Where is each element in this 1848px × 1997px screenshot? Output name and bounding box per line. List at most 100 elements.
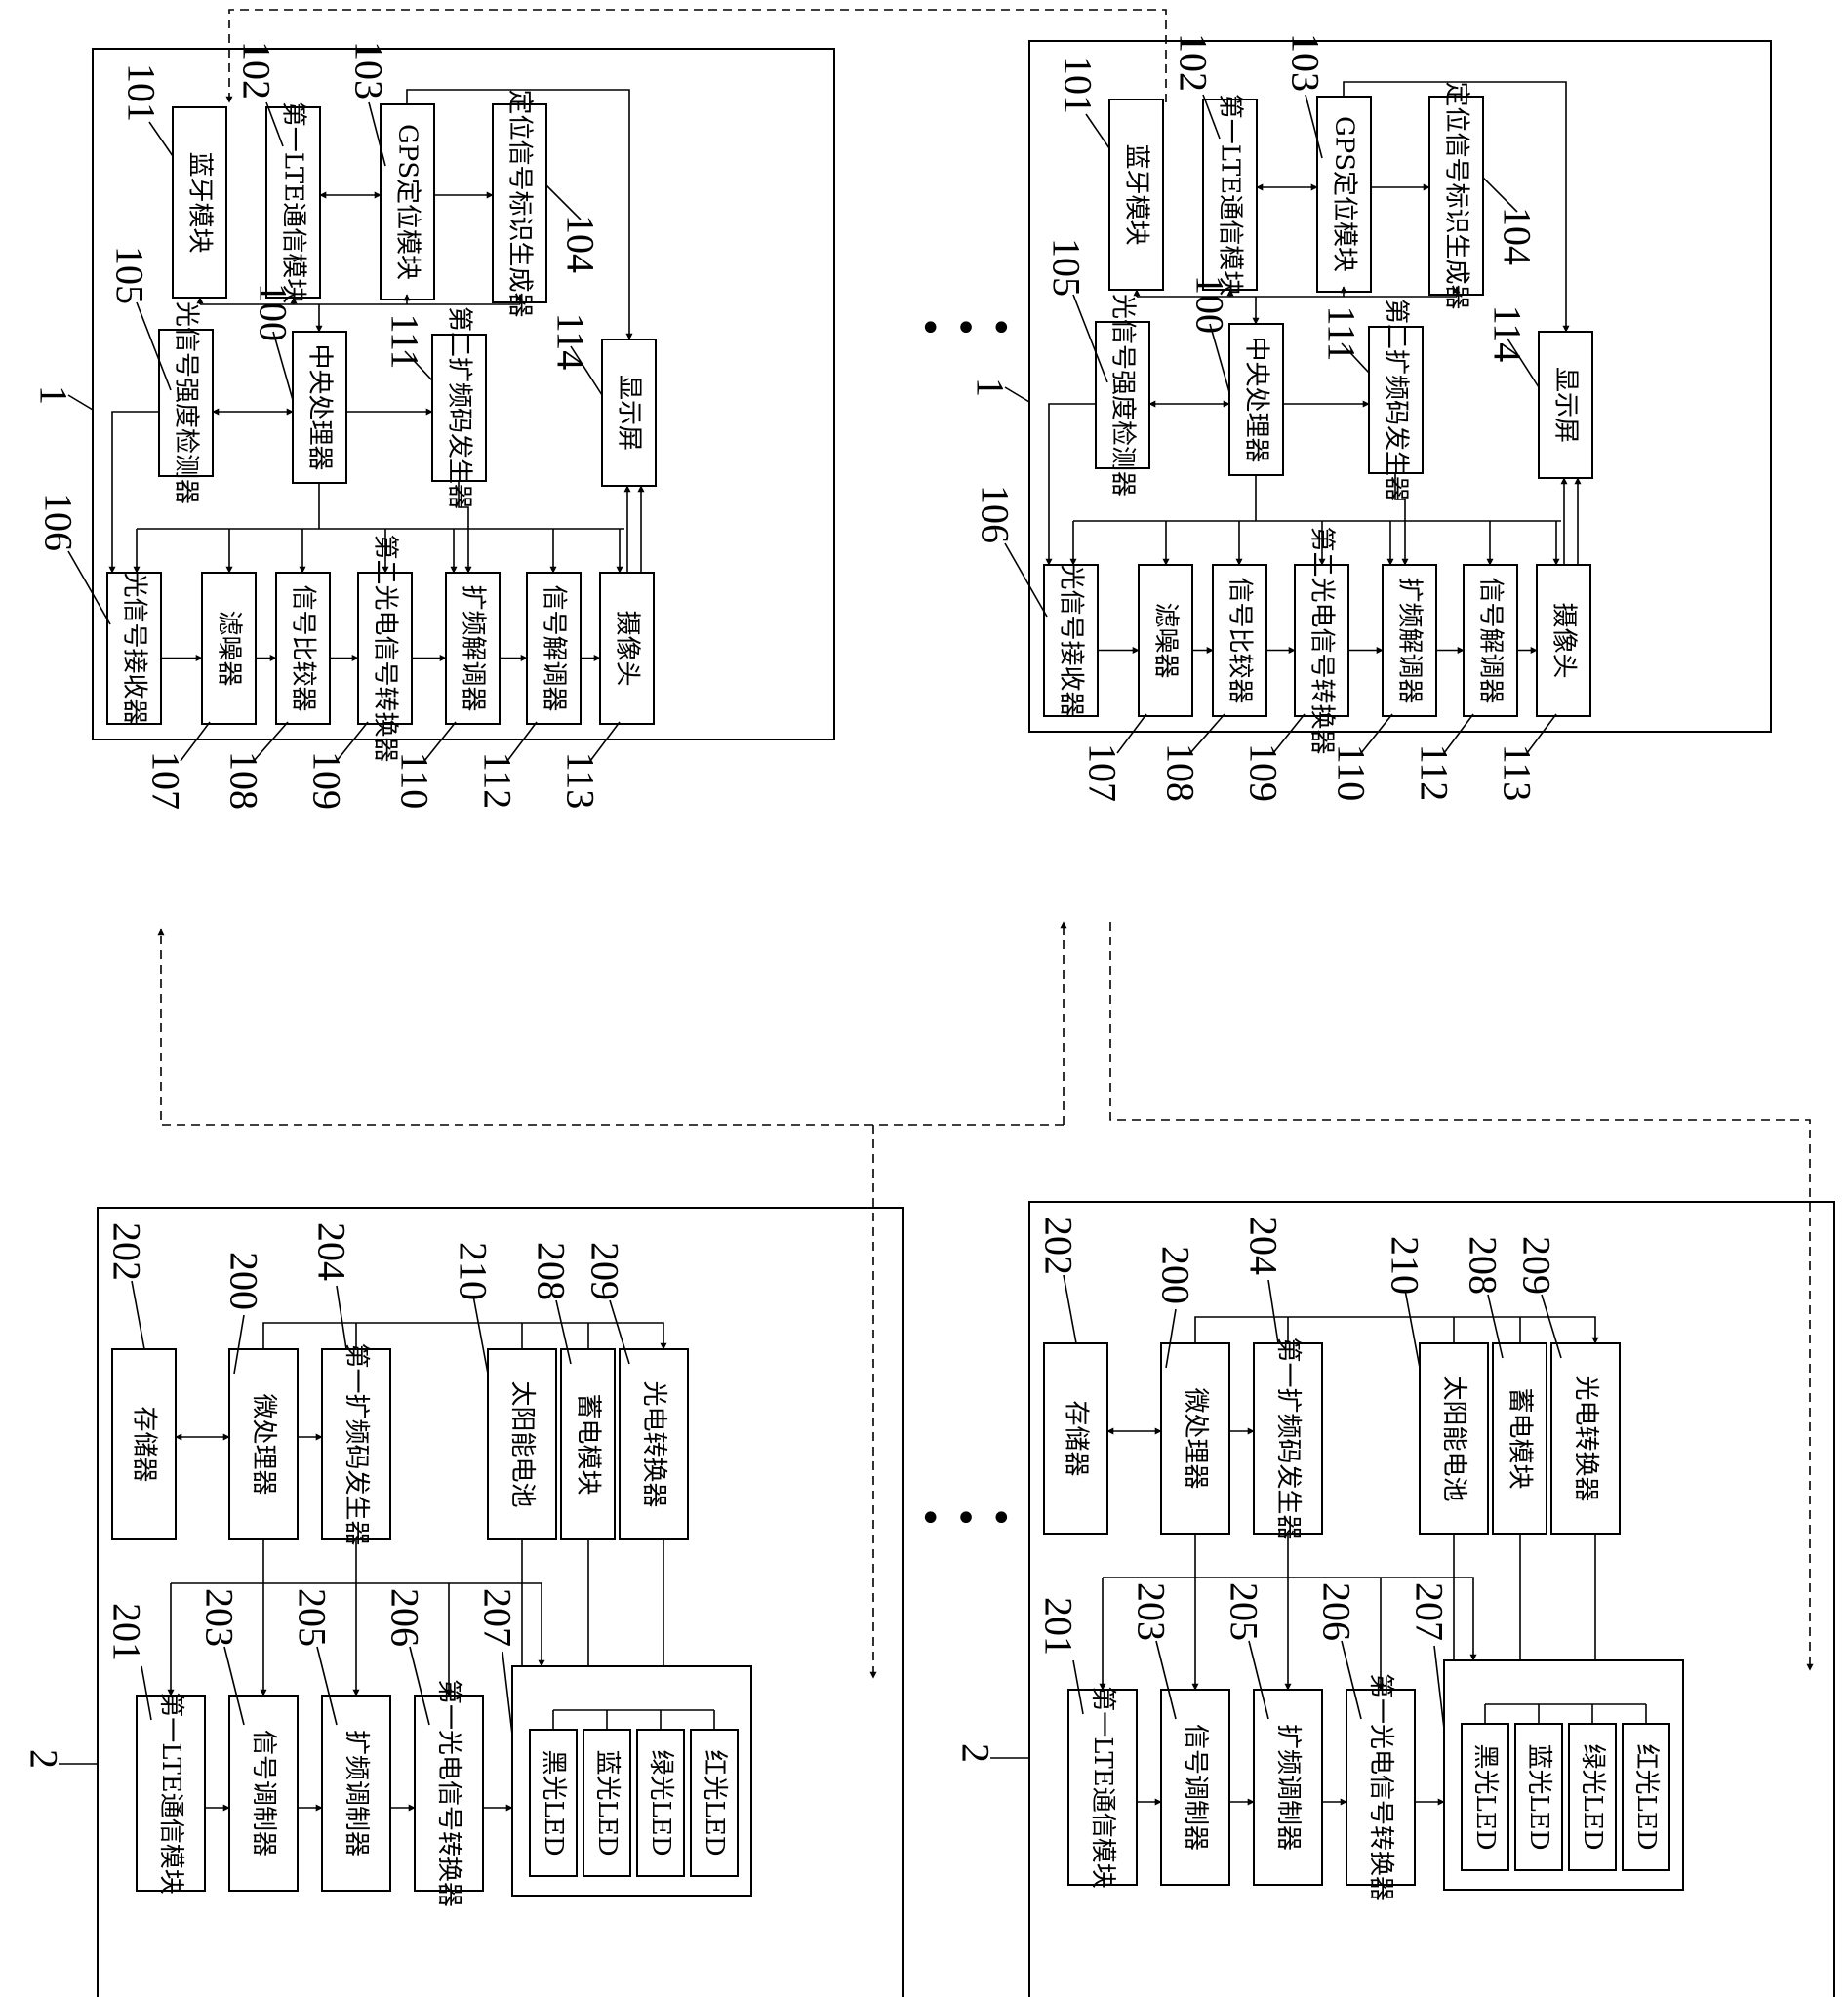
spread-modulator-label: 扩频调制器 — [1273, 1724, 1303, 1851]
cpu-label: 中央处理器 — [305, 343, 335, 470]
spread-demodulator: 扩频解调器 — [1383, 565, 1436, 716]
leader-100 — [1210, 324, 1229, 392]
ref-d2: 2 — [954, 1743, 998, 1763]
cpu: 中央处理器 — [293, 332, 346, 483]
lte1-module-label: 第一LTE通信模块 — [279, 101, 308, 303]
positioning-id-generator: 定位信号标识生成器 — [1429, 81, 1483, 309]
led-1: 蓝光LED — [583, 1730, 630, 1876]
lte1-module-label: 第一LTE通信模块 — [1216, 94, 1245, 296]
led-group: 黑光LED 蓝光LED 绿光LED 红光LED — [512, 1666, 751, 1896]
battery-module-label: 蓄电模块 — [574, 1393, 603, 1495]
ref-206: 206 — [383, 1588, 427, 1647]
ref-111: 111 — [383, 313, 427, 369]
spread-code-generator-2: 第二扩频码发生器 — [432, 306, 486, 509]
ref-101: 101 — [120, 63, 164, 122]
bluetooth-module-label: 蓝牙模块 — [1122, 143, 1151, 245]
gps-module: GPS定位模块 — [1317, 97, 1371, 292]
memory: 存储器 — [112, 1349, 176, 1539]
pe-signal-converter-1-label: 第一光电信号转换器 — [434, 1679, 463, 1907]
spread-modulator-label: 扩频调制器 — [341, 1730, 371, 1857]
battery-module-label: 蓄电模块 — [1506, 1387, 1535, 1489]
microprocessor: 微处理器 — [1161, 1343, 1229, 1534]
camera: 摄像头 — [1537, 565, 1590, 716]
ellipsis-top: • • • — [919, 306, 1013, 351]
ref-104: 104 — [1496, 207, 1540, 265]
ref-209: 209 — [583, 1242, 627, 1300]
device2-panel: 微处理器第一LTE通信模块存储器信号调制器第一扩频码发生器扩频调制器第一光电信号… — [954, 1202, 1835, 1997]
noise-filter-label: 滤噪器 — [215, 610, 244, 686]
spread-demodulator-label: 扩频解调器 — [1395, 577, 1425, 703]
signal-comparator-label: 信号比较器 — [1225, 577, 1255, 703]
led-label: 绿光LED — [646, 1749, 675, 1856]
spread-demodulator-label: 扩频解调器 — [459, 584, 488, 711]
led-label: 黑光LED — [1470, 1743, 1500, 1850]
ref-200: 200 — [1154, 1246, 1198, 1304]
ref-103: 103 — [1284, 33, 1328, 92]
leader-210 — [1405, 1290, 1420, 1368]
signal-demodulator-label: 信号解调器 — [1476, 577, 1506, 703]
ref-106: 106 — [974, 485, 1018, 543]
detector-to-receiver — [1049, 404, 1096, 565]
led-3: 红光LED — [691, 1730, 738, 1876]
signal-modulator: 信号调制器 — [1161, 1690, 1229, 1885]
light-intensity-detector-label: 光信号强度检测器 — [172, 301, 201, 504]
leader-204 — [1268, 1280, 1278, 1343]
ref-200: 200 — [222, 1252, 266, 1310]
ref-100: 100 — [1188, 275, 1232, 334]
positioning-id-generator-label: 定位信号标识生成器 — [1442, 81, 1471, 309]
ref-206: 206 — [1315, 1582, 1359, 1641]
memory: 存储器 — [1044, 1343, 1107, 1534]
pe-converter-label: 光电转换器 — [1571, 1375, 1600, 1501]
light-receiver: 光信号接收器 — [1044, 564, 1098, 716]
ref-208: 208 — [1462, 1236, 1506, 1295]
ref-207: 207 — [1408, 1582, 1452, 1641]
ref-108: 108 — [222, 751, 266, 810]
bluetooth-module: 蓝牙模块 — [1109, 100, 1163, 290]
ref-114: 114 — [549, 313, 593, 371]
ref-205: 205 — [1223, 1582, 1266, 1641]
ref-113: 113 — [559, 752, 603, 810]
pe-signal-converter-1: 第一光电信号转换器 — [415, 1679, 483, 1907]
memory-label: 存储器 — [130, 1406, 159, 1482]
ref-203: 203 — [1130, 1582, 1174, 1641]
signal-modulator-label: 信号调制器 — [249, 1730, 278, 1857]
ref-105: 105 — [1045, 238, 1089, 297]
ref-112: 112 — [1413, 744, 1457, 802]
ref-201: 201 — [1037, 1597, 1081, 1656]
spread-code-generator-2-label: 第二扩频码发生器 — [445, 306, 474, 509]
display-screen: 显示屏 — [602, 339, 656, 486]
ref-208: 208 — [530, 1242, 574, 1300]
cpu-label: 中央处理器 — [1242, 336, 1271, 462]
led-group: 黑光LED蓝光LED绿光LED红光LED — [1444, 1660, 1683, 1890]
memory-label: 存储器 — [1062, 1400, 1091, 1476]
spread-code-generator-2-label: 第二扩频码发生器 — [1382, 299, 1411, 501]
solar-cell: 太阳能电池 — [488, 1349, 556, 1539]
cpu: 中央处理器 — [1229, 324, 1283, 475]
signal-comparator-label: 信号比较器 — [289, 584, 318, 711]
ref-210: 210 — [452, 1242, 496, 1300]
camera-label: 摄像头 — [613, 610, 642, 686]
ref-108: 108 — [1159, 743, 1203, 802]
camera: 摄像头 — [600, 573, 654, 724]
leader-202 — [132, 1281, 144, 1349]
signal-modulator-label: 信号调制器 — [1181, 1724, 1210, 1851]
ref-107: 107 — [144, 751, 188, 810]
leader-207 — [1434, 1646, 1444, 1729]
ref-104: 104 — [559, 215, 603, 273]
solar-cell: 太阳能电池 — [1420, 1343, 1488, 1534]
ref-101: 101 — [1057, 56, 1101, 114]
led-label: 蓝光LED — [1524, 1743, 1553, 1850]
led-label: 黑光LED — [539, 1749, 568, 1856]
ref-105: 105 — [108, 246, 152, 304]
led-0: 黑光LED — [1462, 1724, 1508, 1870]
device1-panel: 中央处理器蓝牙模块第一LTE通信模块GPS定位模块定位信号标识生成器光信号强度检… — [32, 41, 835, 810]
led-label: 红光LED — [700, 1749, 729, 1856]
light-receiver-label: 光信号接收器 — [120, 572, 149, 724]
spread-code-generator-1-label: 第一扩频码发生器 — [341, 1342, 371, 1545]
light-link-to-right-tx — [1110, 922, 1810, 1670]
microprocessor-label: 微处理器 — [249, 1393, 278, 1495]
battery-module: 蓄电模块 — [1493, 1343, 1547, 1534]
led-3: 红光LED — [1623, 1724, 1669, 1870]
spread-code-generator-1: 第一扩频码发生器 — [322, 1342, 390, 1545]
ref-113: 113 — [1496, 744, 1540, 802]
